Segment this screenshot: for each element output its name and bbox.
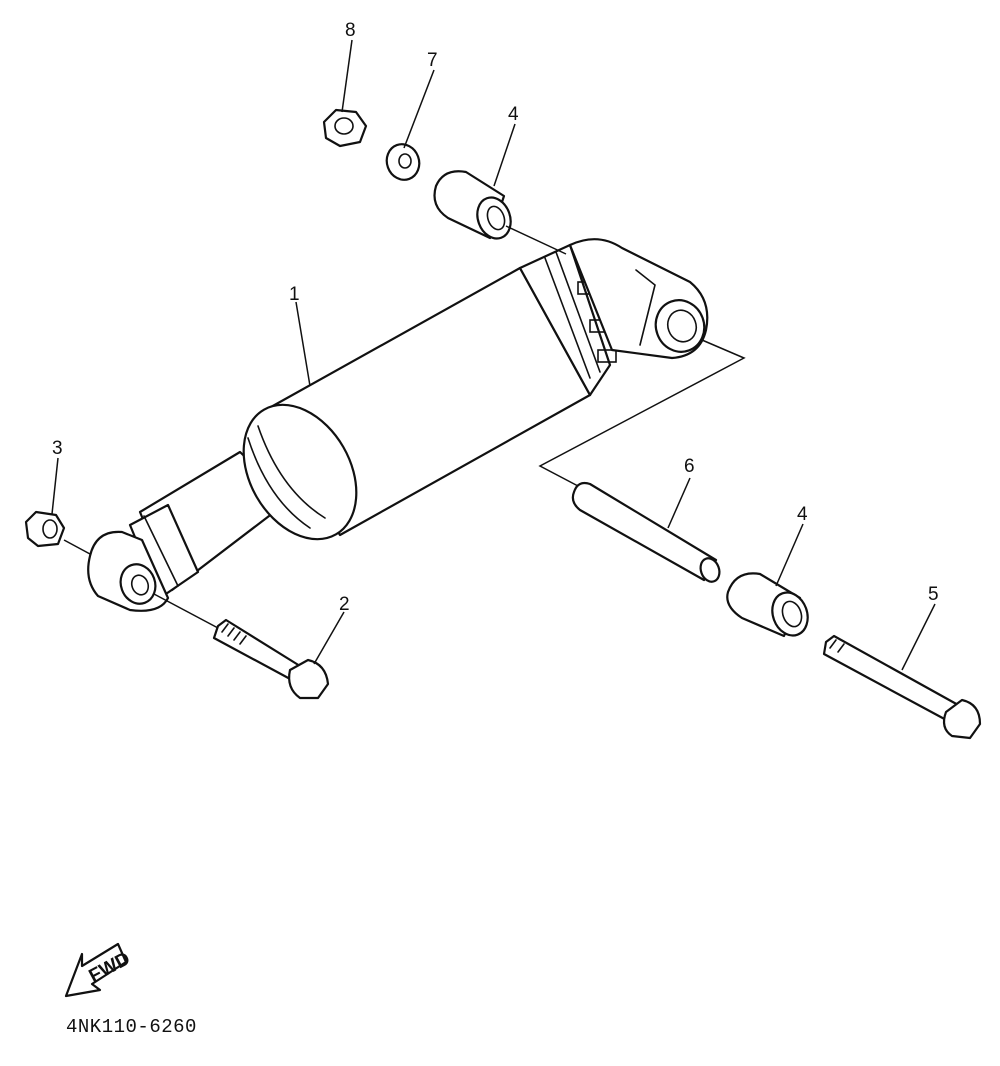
callout-1: 1 — [289, 284, 300, 305]
callout-3: 3 — [52, 438, 63, 459]
lower-bolt — [212, 618, 330, 700]
collar-lower — [726, 572, 809, 638]
spacer — [571, 481, 721, 583]
upper-bolt — [822, 634, 982, 740]
callout-7: 7 — [427, 50, 438, 71]
callout-8: 8 — [345, 20, 356, 41]
callout-2: 2 — [339, 594, 350, 615]
callout-labels: 8 7 4 1 3 2 6 4 5 — [52, 20, 939, 615]
collar-upper — [433, 170, 512, 240]
lower-nut — [24, 510, 66, 548]
diagram-code: 4NK110-6260 — [66, 1016, 197, 1038]
callout-5: 5 — [928, 584, 939, 605]
callout-4-lower: 4 — [797, 504, 808, 525]
callout-6: 6 — [684, 456, 695, 477]
upper-nut — [322, 108, 368, 148]
washer — [385, 143, 421, 181]
callout-4-upper: 4 — [508, 104, 519, 125]
leader-lines — [51, 39, 936, 671]
fwd-arrow-icon: FWD — [64, 942, 134, 998]
shock-absorber — [87, 238, 709, 612]
